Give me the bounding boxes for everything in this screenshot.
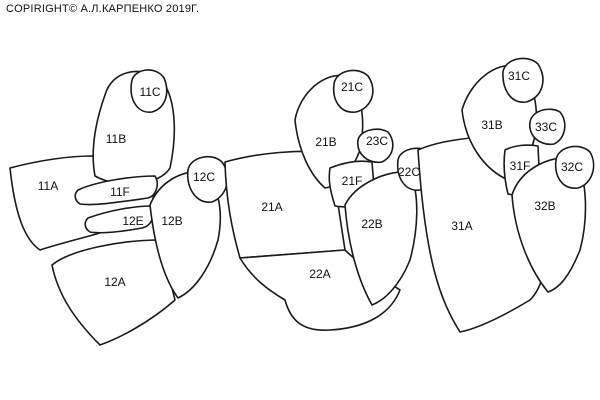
label-32b: 32B (534, 199, 555, 213)
label-22a: 22A (309, 267, 330, 281)
part-12b-backrest[interactable] (149, 170, 222, 299)
part-11c-headrest[interactable] (130, 69, 168, 113)
label-33c: 33C (535, 120, 557, 134)
part-33c-headrest[interactable] (529, 108, 566, 146)
part-31c-headrest[interactable] (502, 57, 544, 103)
part-11f-armrest[interactable] (74, 175, 158, 206)
label-32c: 32C (561, 160, 583, 174)
label-12b: 12B (161, 214, 182, 228)
label-11c: 11C (139, 85, 160, 99)
part-32c-headrest[interactable] (554, 145, 595, 189)
part-12e-armrest[interactable] (84, 205, 155, 234)
label-12a: 12A (104, 275, 125, 289)
label-11f: 11F (110, 185, 130, 199)
label-12c: 12C (193, 170, 215, 184)
label-21f: 21F (342, 174, 363, 188)
label-21a: 21A (261, 200, 282, 214)
label-11a: 11A (38, 179, 58, 193)
part-21c-headrest[interactable] (332, 69, 374, 113)
label-21b: 21B (315, 135, 336, 149)
copyright-notice: COPIRIGHT© А.Л.КАРПЕНКО 2019Г. (6, 3, 200, 15)
label-31c: 31C (508, 69, 530, 83)
part-12a-cushion[interactable] (51, 239, 176, 346)
label-31f: 31F (510, 159, 531, 173)
label-22c: 22C (398, 165, 420, 179)
label-12e: 12E (122, 214, 143, 228)
label-11b: 11B (106, 132, 126, 146)
part-32b-backrest[interactable] (511, 156, 587, 293)
label-31b: 31B (481, 118, 502, 132)
label-22b: 22B (361, 217, 382, 231)
label-21c: 21C (341, 80, 363, 94)
label-23c: 23C (366, 134, 388, 148)
part-23c-headrest[interactable] (357, 128, 394, 164)
part-22b-backrest[interactable] (344, 171, 418, 306)
label-31a: 31A (451, 219, 472, 233)
